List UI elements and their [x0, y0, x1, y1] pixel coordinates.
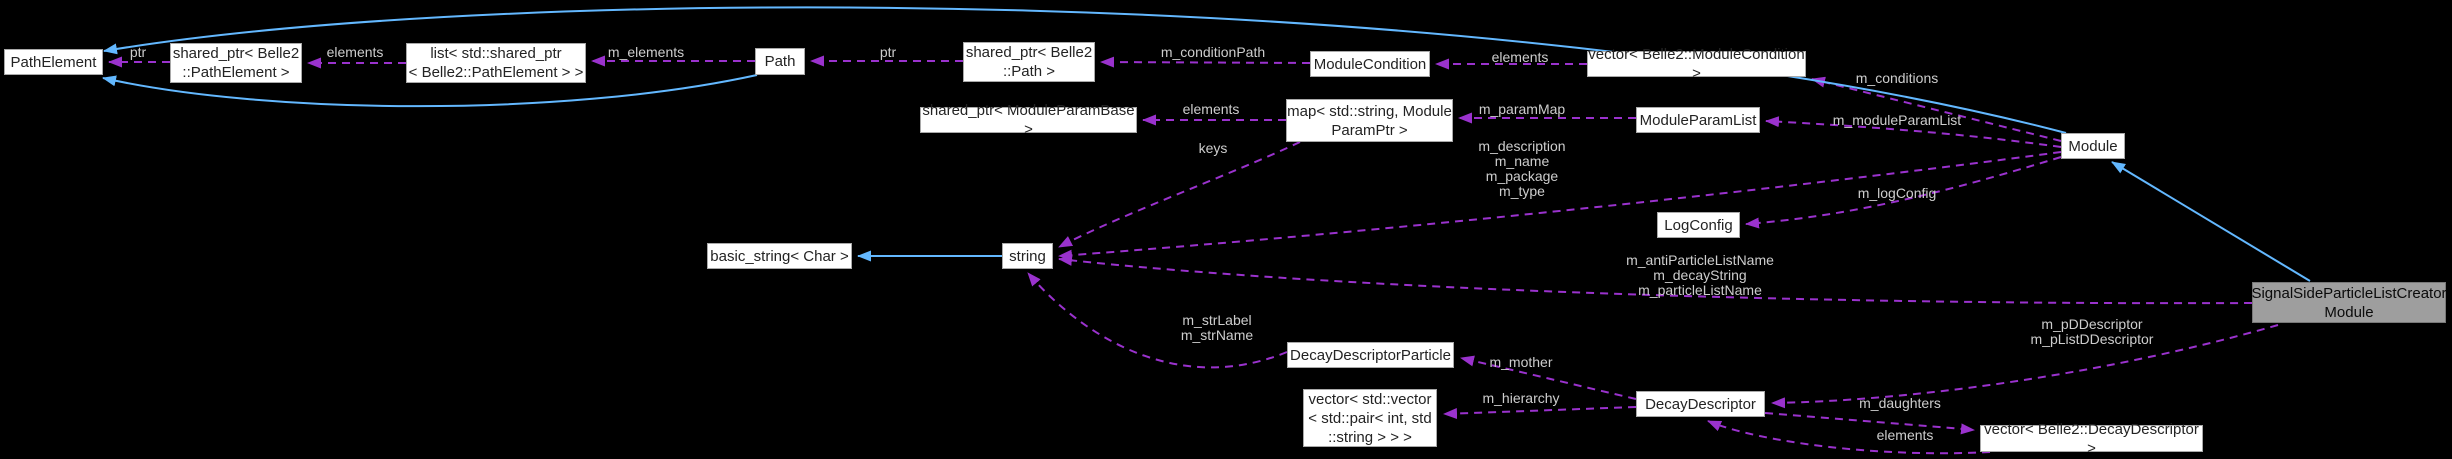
edge-label-ptr-2: ptr [879, 44, 897, 60]
edge-label-m-mother: m_mother [1489, 354, 1553, 370]
node-signalsideparticlelistcreatormodule[interactable]: SignalSideParticleListCreator Module [2251, 282, 2447, 323]
edge-m-pddescriptor [1771, 324, 2279, 409]
node-logconfig[interactable]: LogConfig [1657, 212, 1740, 238]
edge-label-m-pddescriptor-group: m_pDDescriptor m_pListDDescriptor [2030, 316, 2154, 347]
edge-label-m-elements: m_elements [607, 44, 685, 60]
edge-m-particlelistnames [1058, 254, 2253, 305]
edge-label-m-hierarchy: m_hierarchy [1482, 390, 1560, 406]
node-list-shared-ptr[interactable]: list< std::shared_ptr < Belle2::PathElem… [406, 43, 586, 83]
node-modulecondition[interactable]: ModuleCondition [1310, 51, 1430, 77]
edge-label-elements-1: elements [326, 44, 384, 60]
edge-m-conditionpath [1100, 56, 1311, 68]
edge-label-m-logconfig: m_logConfig [1857, 185, 1937, 201]
node-basic-string[interactable]: basic_string< Char > [707, 243, 852, 269]
node-moduleparamlist[interactable]: ModuleParamList [1636, 107, 1760, 133]
edge-label-m-description-group: m_description m_name m_package m_type [1478, 138, 1566, 199]
node-vector-decaydescriptor[interactable]: vector< Belle2::DecayDescriptor > [1980, 421, 2203, 457]
edge-m-moduleparamlist [1765, 116, 2062, 148]
node-shared-ptr-path[interactable]: shared_ptr< Belle2 ::Path > [963, 42, 1095, 82]
edge-keys [1058, 141, 1301, 248]
node-map-moduleparamptr[interactable]: map< std::string, Module ParamPtr > [1286, 99, 1453, 142]
node-string[interactable]: string [1002, 243, 1053, 269]
edge-m-strlabel-strname [1027, 272, 1288, 369]
edge-label-m-parammap: m_paramMap [1478, 101, 1566, 117]
edge-label-elements-4: elements [1876, 427, 1934, 443]
node-path[interactable]: Path [755, 48, 805, 75]
node-pathelement[interactable]: PathElement [4, 49, 103, 75]
node-decaydescriptorparticle[interactable]: DecayDescriptorParticle [1287, 342, 1454, 368]
node-vector-pair-int-string[interactable]: vector< std::vector < std::pair< int, st… [1303, 389, 1437, 447]
edge-m-mother [1460, 355, 1637, 400]
edge-inherit-path-pathelement [102, 74, 758, 108]
node-vector-modulecondition[interactable]: vector< Belle2::ModuleCondition > [1587, 46, 1806, 82]
edge-label-elements-3: elements [1182, 101, 1240, 117]
edge-m-hierarchy [1443, 406, 1637, 420]
edge-label-elements-2: elements [1491, 49, 1549, 65]
edge-label-ptr-1: ptr [129, 44, 147, 60]
node-shared-ptr-moduleparambase[interactable]: shared_ptr< ModuleParamBase > [920, 102, 1137, 138]
node-module[interactable]: Module [2061, 133, 2125, 159]
edge-label-m-conditionpath: m_conditionPath [1160, 44, 1266, 60]
edge-label-particlelist-group: m_antiParticleListName m_decayString m_p… [1626, 252, 1774, 298]
edge-m-conditions [1811, 76, 2062, 142]
edge-m-logconfig [1745, 156, 2062, 229]
edge-label-m-moduleparamlist: m_moduleParamList [1832, 112, 1962, 128]
edge-label-m-strlabel-group: m_strLabel m_strName [1180, 312, 1254, 343]
node-decaydescriptor[interactable]: DecayDescriptor [1636, 391, 1765, 417]
edge-label-m-conditions: m_conditions [1855, 70, 1939, 86]
node-shared-ptr-pathelement[interactable]: shared_ptr< Belle2 ::PathElement > [170, 43, 302, 83]
edge-label-m-daughters: m_daughters [1859, 395, 1941, 411]
edge-elements-decaydescriptor [1707, 420, 1991, 455]
edge-m-daughters [1764, 412, 1975, 435]
edge-inherit-signalside-module [2111, 161, 2311, 282]
edge-label-keys: keys [1198, 140, 1228, 156]
edge-m-description-name-package-type [1058, 151, 2062, 261]
